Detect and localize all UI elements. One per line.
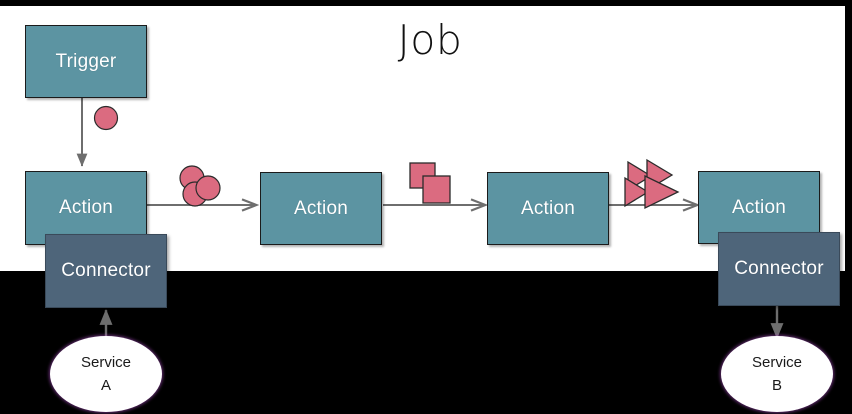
node-connector-left-label: Connector [61,260,151,281]
node-action-3[interactable]: Action [487,172,609,245]
node-service-a[interactable]: Service A [50,336,162,412]
node-action-4[interactable]: Action [698,171,820,244]
panel-right-margin [845,0,852,271]
node-service-b-label: Service [751,353,803,371]
node-trigger-label: Trigger [55,50,117,72]
node-action-2[interactable]: Action [260,172,382,245]
node-service-b-sublabel: B [771,377,782,394]
node-service-a-label: Service [80,353,132,371]
node-service-a-sublabel: A [100,377,111,394]
node-action-2-label: Action [293,197,348,219]
page-title: Job [397,16,463,64]
node-action-3-label: Action [520,197,575,219]
node-connector-left[interactable]: Connector [45,234,167,308]
node-action-4-label: Action [731,196,786,218]
node-action-1-label: Action [58,197,113,218]
node-connector-right[interactable]: Connector [718,232,840,306]
node-connector-right-label: Connector [734,258,824,279]
node-action-1[interactable]: Action [25,171,147,245]
node-trigger[interactable]: Trigger [25,25,147,98]
node-service-b[interactable]: Service B [721,336,833,412]
